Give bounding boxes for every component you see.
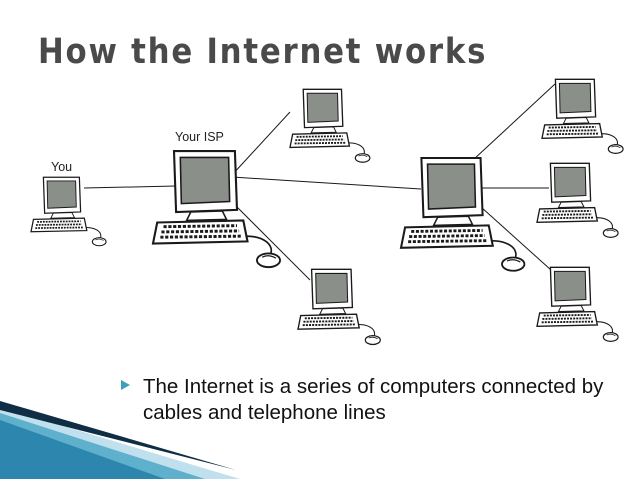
bullet-list: The Internet is a series of computers co… (121, 374, 621, 426)
swoosh-dark-band (0, 401, 236, 470)
slide-title: How the Internet works (38, 32, 488, 72)
connection-isp-hub (231, 176, 422, 190)
computer-icon-bottom-middle (297, 268, 382, 346)
you-label: You (51, 160, 73, 174)
bullet-text: The Internet is a series of computers co… (143, 375, 604, 424)
connection-isp-bottom-middle (229, 199, 311, 281)
computer-icon-top-middle (289, 88, 371, 164)
computer-icon-right-middle (536, 162, 620, 239)
connection-hub-right-top (472, 83, 556, 161)
connection-lines (83, 83, 556, 281)
computer-icon-right-top (541, 78, 625, 155)
computer-nodes (30, 78, 625, 346)
computer-icon-right-bottom (536, 266, 620, 343)
connection-hub-right-bottom (480, 206, 552, 271)
swoosh-blue-band (0, 420, 165, 479)
triangle-bullet-icon (121, 380, 130, 390)
connection-you-isp (83, 185, 177, 189)
computer-icon-isp (151, 149, 282, 269)
connection-isp-top-middle (231, 111, 291, 176)
isp-label: Your ISP (175, 130, 224, 144)
computer-icon-hub (399, 156, 526, 273)
